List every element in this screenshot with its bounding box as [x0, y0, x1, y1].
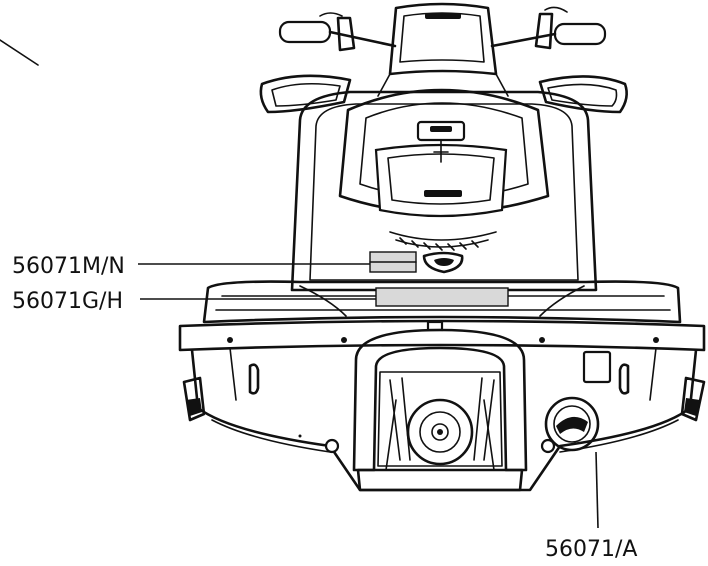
callout-label-upper-deck: 56071M/N	[12, 254, 125, 279]
corner-line	[0, 39, 39, 66]
callout-label-rear-deck: 56071G/H	[12, 289, 123, 314]
reboarding-handle	[352, 328, 528, 472]
rear-brand-mark	[424, 190, 462, 197]
handlebar-assembly	[278, 6, 607, 52]
rear-deck-decal	[375, 287, 509, 307]
hull-body	[290, 88, 598, 292]
rear-deck	[178, 280, 706, 352]
right-mirror	[538, 75, 628, 114]
drain-plug-cap	[544, 396, 600, 452]
lower-hull	[182, 328, 706, 492]
leader-rear-side-decal	[595, 451, 599, 529]
callout-label-rear-side: 56071/A	[545, 537, 637, 562]
right-grip	[553, 22, 607, 46]
jet-nozzle	[406, 398, 474, 466]
rear-storage	[374, 143, 508, 218]
steering-console	[377, 2, 509, 97]
left-mirror	[259, 74, 352, 114]
left-grip	[278, 20, 332, 44]
deck-drain-cover	[422, 251, 464, 274]
console-brand-mark	[425, 13, 461, 19]
